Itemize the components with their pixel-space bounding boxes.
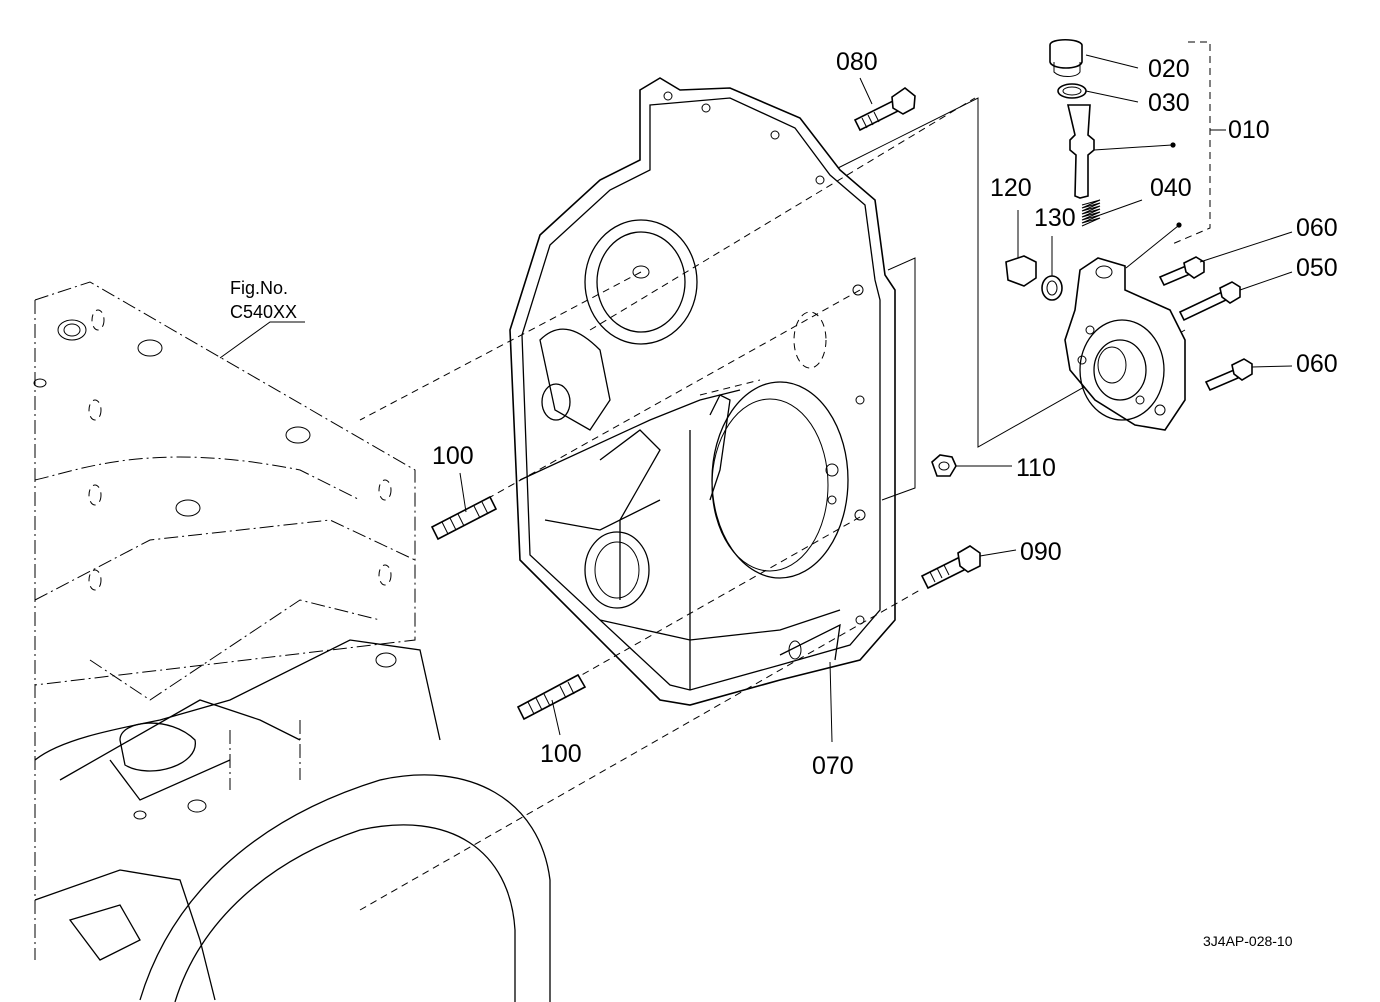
leader-lines (219, 54, 1293, 743)
label-130: 130 (1034, 204, 1076, 232)
transmission-case-phantom (33, 281, 551, 1002)
label-060-lower: 060 (1296, 350, 1338, 378)
label-080: 080 (836, 48, 878, 76)
group-010-bracket (1169, 41, 1226, 246)
label-030: 030 (1148, 89, 1190, 117)
label-110: 110 (1016, 454, 1056, 482)
nut-110 (931, 454, 957, 477)
label-100-lower: 100 (540, 740, 582, 768)
figure-ref-line1: Fig.No. (230, 278, 288, 298)
part-labels: 020 030 010 040 120 130 060 050 060 080 … (432, 48, 1338, 780)
gear-case-cover-part (509, 77, 896, 706)
label-050: 050 (1296, 254, 1338, 282)
label-010: 010 (1228, 116, 1270, 144)
stud-100-upper (430, 495, 498, 541)
label-060-upper: 060 (1296, 214, 1338, 242)
bolt-090 (920, 545, 981, 590)
label-070: 070 (812, 752, 854, 780)
label-020: 020 (1148, 55, 1190, 83)
pump-assembly-outline (837, 97, 1186, 501)
relief-valve-group (1005, 38, 1253, 431)
figure-ref-line2: C540XX (230, 302, 297, 322)
label-040: 040 (1150, 174, 1192, 202)
bolt-080 (853, 87, 916, 132)
label-100-upper: 100 (432, 442, 474, 470)
drawing-code: 3J4AP-028-10 (1203, 933, 1293, 949)
label-090: 090 (1020, 538, 1062, 566)
label-120: 120 (990, 174, 1032, 202)
stud-100-lower (516, 673, 587, 721)
figure-reference: Fig.No. C540XX (230, 278, 297, 322)
